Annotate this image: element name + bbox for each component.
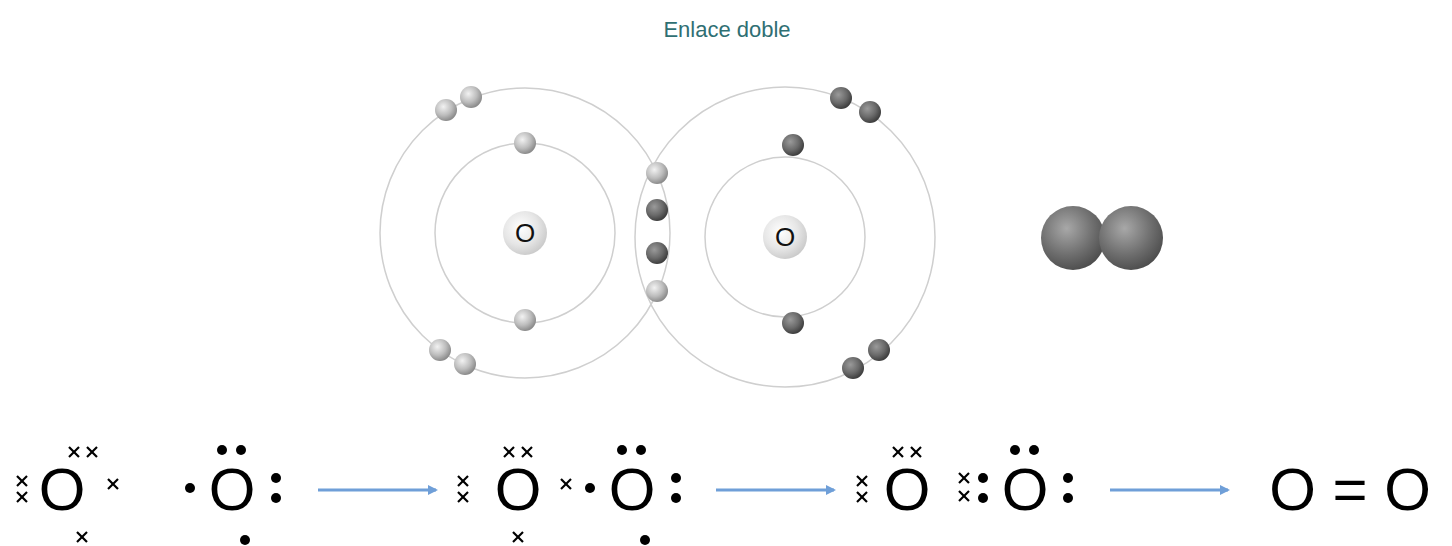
lewis-marks [17, 445, 1073, 545]
lewis-symbol: O [884, 460, 931, 520]
electron-shells [380, 87, 935, 387]
atom-nucleus: O [503, 211, 547, 255]
diagram-title: Enlace doble [663, 19, 790, 41]
lewis-symbol: O [209, 460, 256, 520]
molecule-model [1041, 206, 1163, 270]
element-symbol: O [515, 220, 535, 246]
lewis-symbol: O [495, 460, 542, 520]
lewis-symbol: O = O [1269, 460, 1431, 520]
lewis-symbol: O [39, 460, 86, 520]
reaction-arrows [318, 489, 1228, 492]
element-symbol: O [775, 224, 795, 250]
lewis-symbol: O [609, 460, 656, 520]
electrons-right [646, 87, 890, 379]
atom-nucleus: O [763, 215, 807, 259]
lewis-symbol: O [1002, 460, 1049, 520]
electrons-left [429, 86, 668, 375]
